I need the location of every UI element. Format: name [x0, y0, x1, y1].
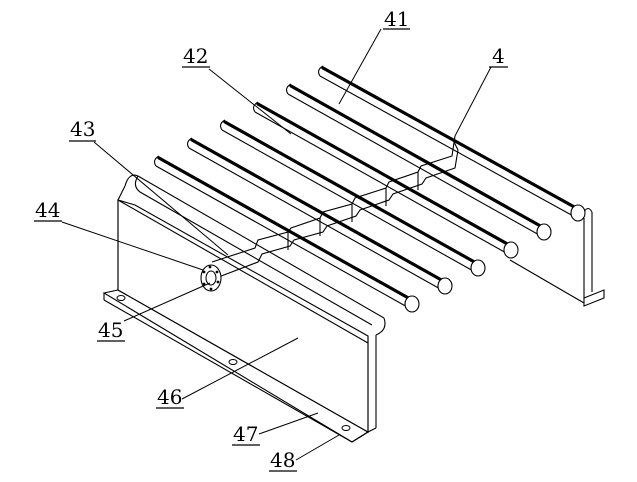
tube: [285, 83, 552, 241]
leader-44: [61, 221, 204, 271]
leader-48: [295, 434, 340, 461]
front-wall: [117, 174, 386, 433]
label-48: 48: [270, 448, 295, 472]
label-41: 41: [384, 7, 409, 31]
label-42: 42: [183, 44, 208, 68]
leader-4: [454, 66, 492, 137]
tube: [153, 155, 420, 313]
leader-46: [181, 337, 299, 400]
label-44: 44: [35, 198, 60, 222]
mounting-hole: [116, 295, 126, 301]
tube-array: [153, 65, 586, 313]
tube: [219, 119, 486, 277]
mounting-hole: [341, 425, 351, 431]
mounting-hole: [228, 359, 238, 365]
tube: [317, 65, 586, 222]
leader-45: [123, 282, 211, 322]
label-46: 46: [157, 385, 182, 409]
leader-42: [208, 68, 292, 135]
leader-47: [258, 412, 319, 435]
label-45: 45: [98, 318, 123, 342]
tube: [252, 101, 519, 259]
label-43: 43: [70, 117, 95, 141]
leader-lines: [61, 28, 492, 461]
header-outlet: [200, 264, 222, 292]
label-47: 47: [233, 422, 258, 446]
rear-wall: [509, 207, 605, 307]
leader-43: [93, 141, 229, 256]
leader-41: [338, 28, 382, 105]
reference-labels: 41 42 4 43 44 45 46 47 48: [34, 7, 508, 472]
base-flange: [102, 289, 370, 443]
header-pipe: [200, 135, 459, 292]
label-4: 4: [492, 44, 505, 68]
